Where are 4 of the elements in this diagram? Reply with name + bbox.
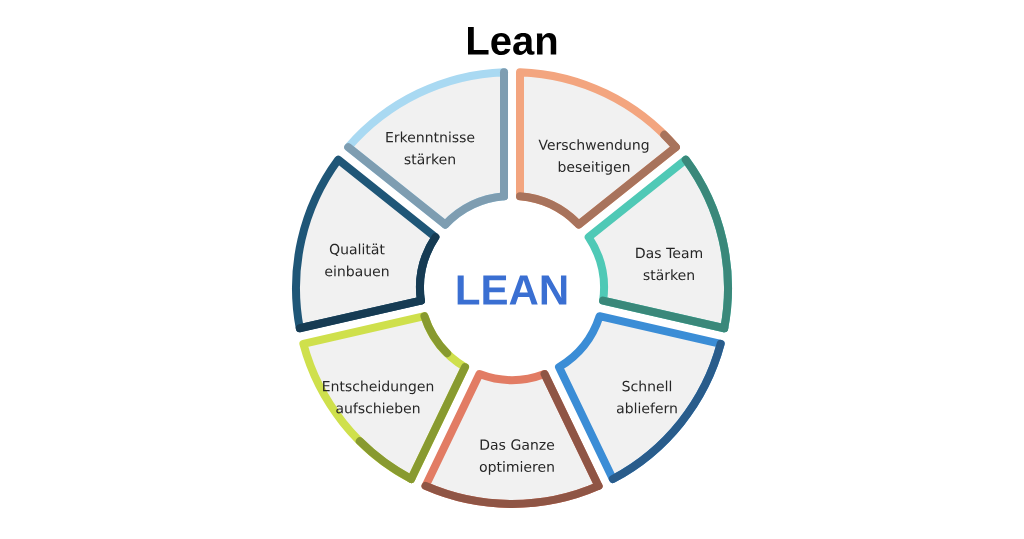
center-label: LEAN [457, 275, 567, 305]
ring-segment: Entscheidungen aufschieben [299, 312, 470, 483]
title: Lean [468, 27, 557, 55]
ring-segment: Schnell abliefern [555, 312, 725, 483]
